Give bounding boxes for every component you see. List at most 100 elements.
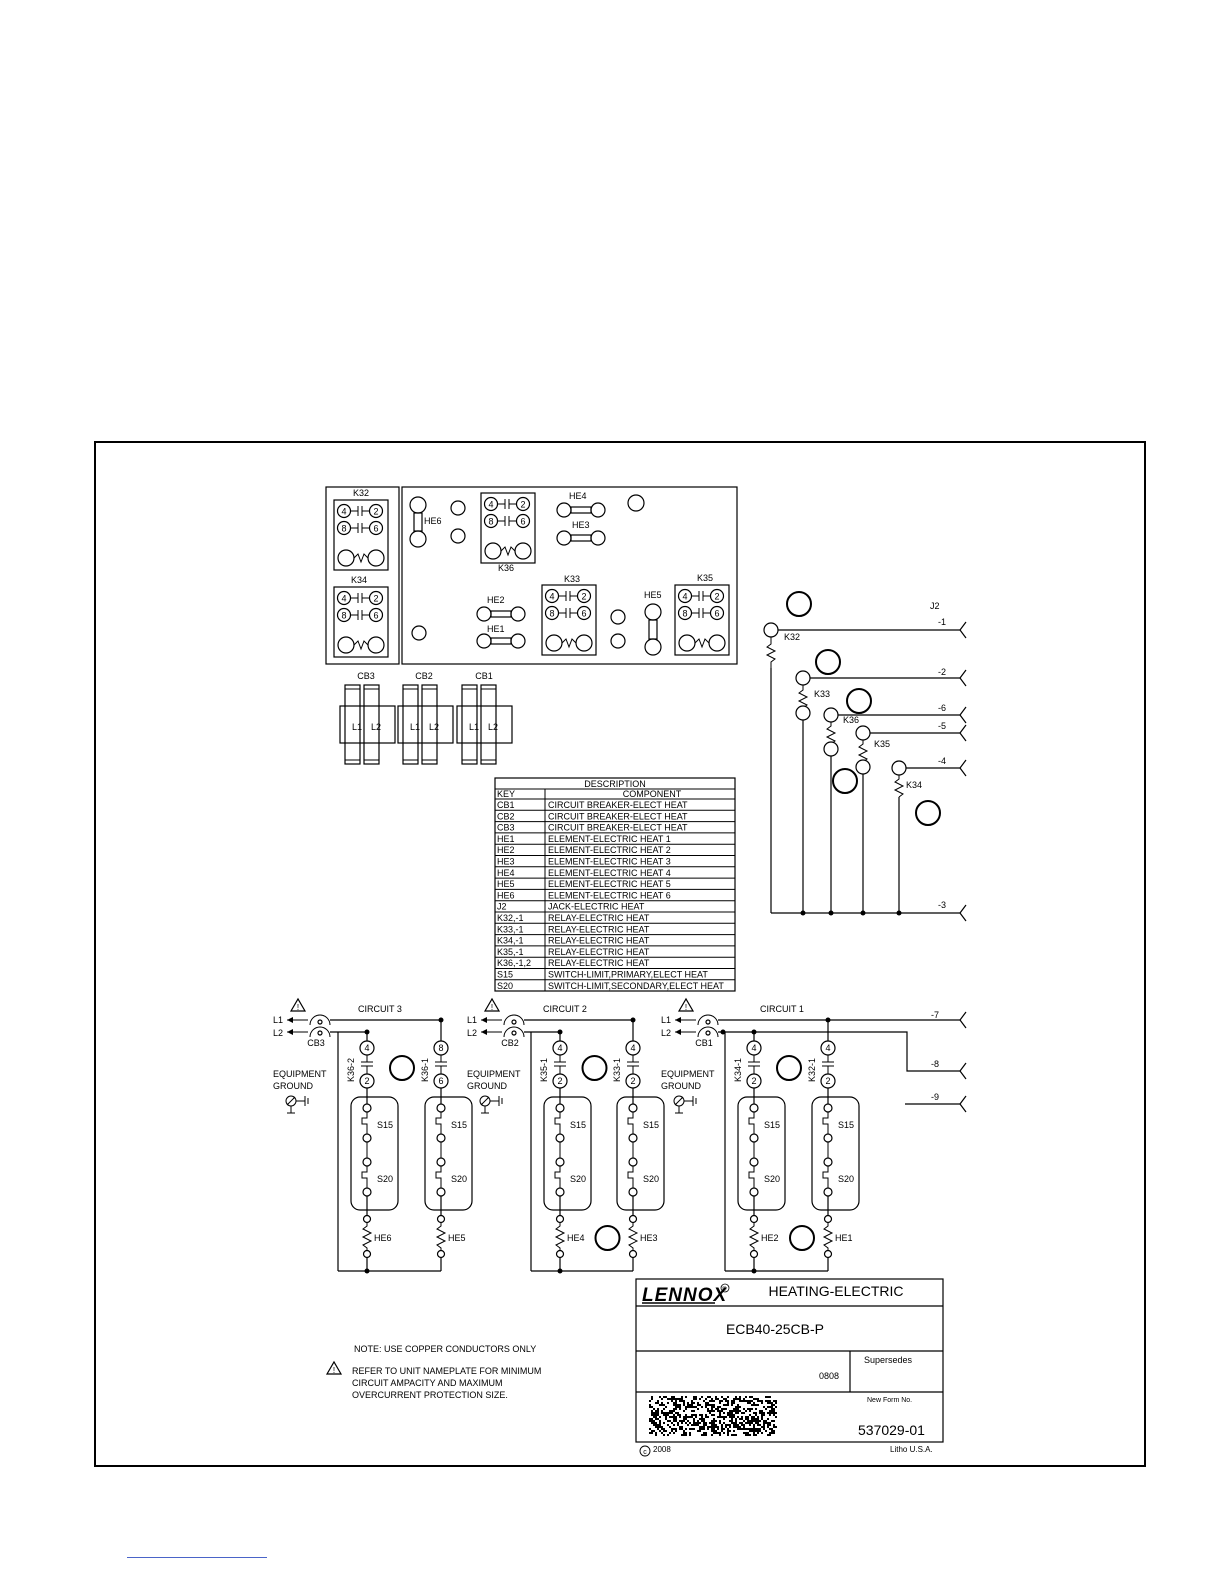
- svg-text:S15: S15: [764, 1120, 780, 1130]
- svg-text:2: 2: [751, 1076, 756, 1086]
- svg-text:S20: S20: [570, 1174, 586, 1184]
- svg-text:K32: K32: [784, 632, 800, 642]
- svg-text:4: 4: [825, 1043, 830, 1053]
- svg-text:S20: S20: [643, 1174, 659, 1184]
- legend-key: S15: [497, 970, 513, 980]
- svg-text:LENNOX: LENNOX: [642, 1285, 728, 1306]
- svg-text:-5: -5: [938, 721, 946, 731]
- svg-text:!: !: [491, 1003, 493, 1012]
- svg-text:EQUIPMENT: EQUIPMENT: [467, 1069, 521, 1079]
- legend-key: CB3: [497, 823, 515, 833]
- legend-component: RELAY-ELECTRIC HEAT: [548, 924, 650, 934]
- circuit-breaker-label: CB1: [695, 1038, 713, 1048]
- legend-component: CIRCUIT BREAKER-ELECT HEAT: [548, 811, 688, 821]
- svg-text:4: 4: [751, 1043, 756, 1053]
- svg-text:S15: S15: [643, 1120, 659, 1130]
- svg-text:S20: S20: [377, 1174, 393, 1184]
- circuit-title: CIRCUIT 2: [543, 1004, 587, 1014]
- legend-row: S15 SWITCH-LIMIT,PRIMARY,ELECT HEAT: [497, 970, 708, 980]
- svg-text:L2: L2: [371, 722, 381, 732]
- legend-header-key: KEY: [497, 789, 515, 799]
- legend-key: K36,-1,2: [497, 958, 531, 968]
- heater-label: HE2: [761, 1233, 779, 1243]
- svg-text:2: 2: [630, 1076, 635, 1086]
- heater-label: HE3: [640, 1233, 658, 1243]
- svg-text:GROUND: GROUND: [273, 1081, 313, 1091]
- relay-label-k32: K32: [353, 488, 369, 498]
- legend-component: CIRCUIT BREAKER-ELECT HEAT: [548, 823, 688, 833]
- svg-text:K35: K35: [874, 739, 890, 749]
- element-label-he2: HE2: [487, 595, 505, 605]
- svg-text:L2: L2: [488, 722, 498, 732]
- jack-pin-8: -8: [931, 1059, 967, 1080]
- svg-text:L1: L1: [273, 1015, 283, 1025]
- svg-text:-1: -1: [938, 617, 946, 627]
- legend-row: K33,-1 RELAY-ELECTRIC HEAT: [497, 924, 650, 934]
- legend-component: ELEMENT-ELECTRIC HEAT 2: [548, 845, 671, 855]
- legend-key: HE4: [497, 868, 515, 878]
- lennox-logo: LENNOX ®: [642, 1283, 730, 1306]
- svg-text:S15: S15: [451, 1120, 467, 1130]
- breaker-cb3: CB3 L1 L2: [339, 671, 396, 765]
- svg-text:L2: L2: [429, 722, 439, 732]
- legend-row: CB2 CIRCUIT BREAKER-ELECT HEAT: [497, 811, 688, 821]
- contact-label: K32-1: [807, 1058, 817, 1082]
- heater-label: HE4: [567, 1233, 585, 1243]
- jack-label-j2: J2: [930, 601, 940, 611]
- legend-key: J2: [497, 902, 507, 912]
- legend-key: CB1: [497, 800, 515, 810]
- note-warning-line3: OVERCURRENT PROTECTION SIZE.: [352, 1390, 508, 1400]
- legend-row: CB3 CIRCUIT BREAKER-ELECT HEAT: [497, 823, 688, 833]
- relay-k34: [333, 586, 389, 658]
- svg-text:-3: -3: [938, 900, 946, 910]
- legend-component: ELEMENT-ELECTRIC HEAT 5: [548, 879, 671, 889]
- svg-text:S20: S20: [764, 1174, 780, 1184]
- svg-text:GROUND: GROUND: [661, 1081, 701, 1091]
- form-number: 537029-01: [858, 1422, 925, 1438]
- legend-component: SWITCH-LIMIT,SECONDARY,ELECT HEAT: [548, 981, 724, 991]
- element-label-he5: HE5: [644, 590, 662, 600]
- jack-pin-6: -6: [938, 703, 967, 724]
- breaker-label-cb3: CB3: [357, 671, 375, 681]
- jack-pin-3: -3: [938, 900, 967, 922]
- litho-label: Litho U.S.A.: [890, 1445, 933, 1454]
- svg-text:S20: S20: [451, 1174, 467, 1184]
- svg-text:!: !: [685, 1003, 687, 1012]
- jack-pin-5: -5: [938, 721, 967, 742]
- note-warning-line1: REFER TO UNIT NAMEPLATE FOR MINIMUM: [352, 1366, 541, 1376]
- note-copper: NOTE: USE COPPER CONDUCTORS ONLY: [354, 1344, 536, 1354]
- svg-text:4: 4: [557, 1043, 562, 1053]
- legend-key: K33,-1: [497, 924, 524, 934]
- issue-date: 0808: [819, 1371, 839, 1381]
- contact-label: K34-1: [733, 1058, 743, 1082]
- contact-label: K33-1: [612, 1058, 622, 1082]
- element-label-he1: HE1: [487, 624, 505, 634]
- heater-label: HE1: [835, 1233, 853, 1243]
- legend-component: RELAY-ELECTRIC HEAT: [548, 913, 650, 923]
- legend-key: K35,-1: [497, 947, 524, 957]
- new-form-label: New Form No.: [867, 1397, 912, 1404]
- heater-label: HE5: [448, 1233, 466, 1243]
- relay-k36: [480, 492, 536, 564]
- legend-key: CB2: [497, 811, 515, 821]
- relay-label-k34: K34: [351, 575, 367, 585]
- contact-label: K36-2: [346, 1058, 356, 1082]
- element-label-he6: HE6: [424, 516, 442, 526]
- legend-component: ELEMENT-ELECTRIC HEAT 1: [548, 834, 671, 844]
- svg-text:8: 8: [438, 1043, 443, 1053]
- svg-text:4: 4: [364, 1043, 369, 1053]
- legend-component: SWITCH-LIMIT,PRIMARY,ELECT HEAT: [548, 970, 708, 980]
- svg-text:-2: -2: [938, 667, 946, 677]
- relay-label-k36: K36: [498, 563, 514, 573]
- circuit-title: CIRCUIT 3: [358, 1004, 402, 1014]
- jack-pin-2: -2: [938, 667, 967, 687]
